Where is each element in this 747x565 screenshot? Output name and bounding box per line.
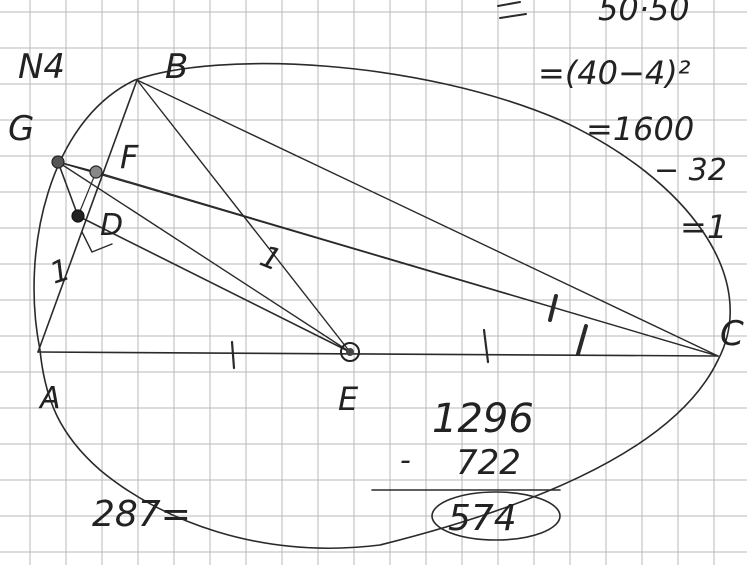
calc-line-4: − 32 (654, 153, 727, 188)
segment-GE (57, 161, 351, 353)
subtraction-result: 574 (448, 498, 517, 539)
subtraction-subtrahend: 722 (456, 443, 521, 483)
segment-DE (77, 215, 351, 353)
problem-number: N4 (18, 47, 65, 87)
label-A: A (38, 381, 61, 416)
mark-AB: 1 (46, 252, 75, 291)
segment-FC (95, 171, 719, 357)
segment-BC (136, 79, 719, 357)
subtraction-minus: - (400, 443, 411, 478)
mark-BE: 1 (255, 239, 286, 279)
point-G-dot (51, 155, 65, 169)
circumcircle (33, 62, 731, 549)
tick-EC (482, 328, 490, 364)
segment-DF (77, 171, 97, 217)
label-E: E (338, 380, 359, 418)
point-E-dot (340, 342, 360, 362)
result-circle (431, 491, 561, 541)
tick-AE (230, 340, 236, 370)
angle-mark-1 (548, 294, 558, 322)
side-note: 287= (92, 494, 191, 535)
point-D-dot (71, 209, 85, 223)
label-D: D (100, 208, 123, 243)
calc-line-1: 50·50 (598, 0, 690, 28)
label-F: F (120, 138, 139, 176)
label-C: C (720, 314, 744, 354)
calc-line-2: =(40−4)² (538, 54, 691, 92)
right-angle-mark (81, 231, 113, 253)
segment-GD (57, 161, 79, 217)
point-F-dot (89, 165, 103, 179)
calc-scribble (497, 1, 527, 19)
segment-AB (37, 79, 138, 353)
calc-line-3: =1600 (586, 110, 694, 148)
calc-line-5: =1 (680, 208, 727, 246)
point-E-core (346, 348, 354, 356)
subtraction-minuend: 1296 (432, 396, 534, 442)
label-G: G (8, 109, 34, 149)
segment-AC (37, 351, 719, 357)
angle-mark-2 (576, 324, 588, 356)
label-B: B (165, 47, 188, 87)
